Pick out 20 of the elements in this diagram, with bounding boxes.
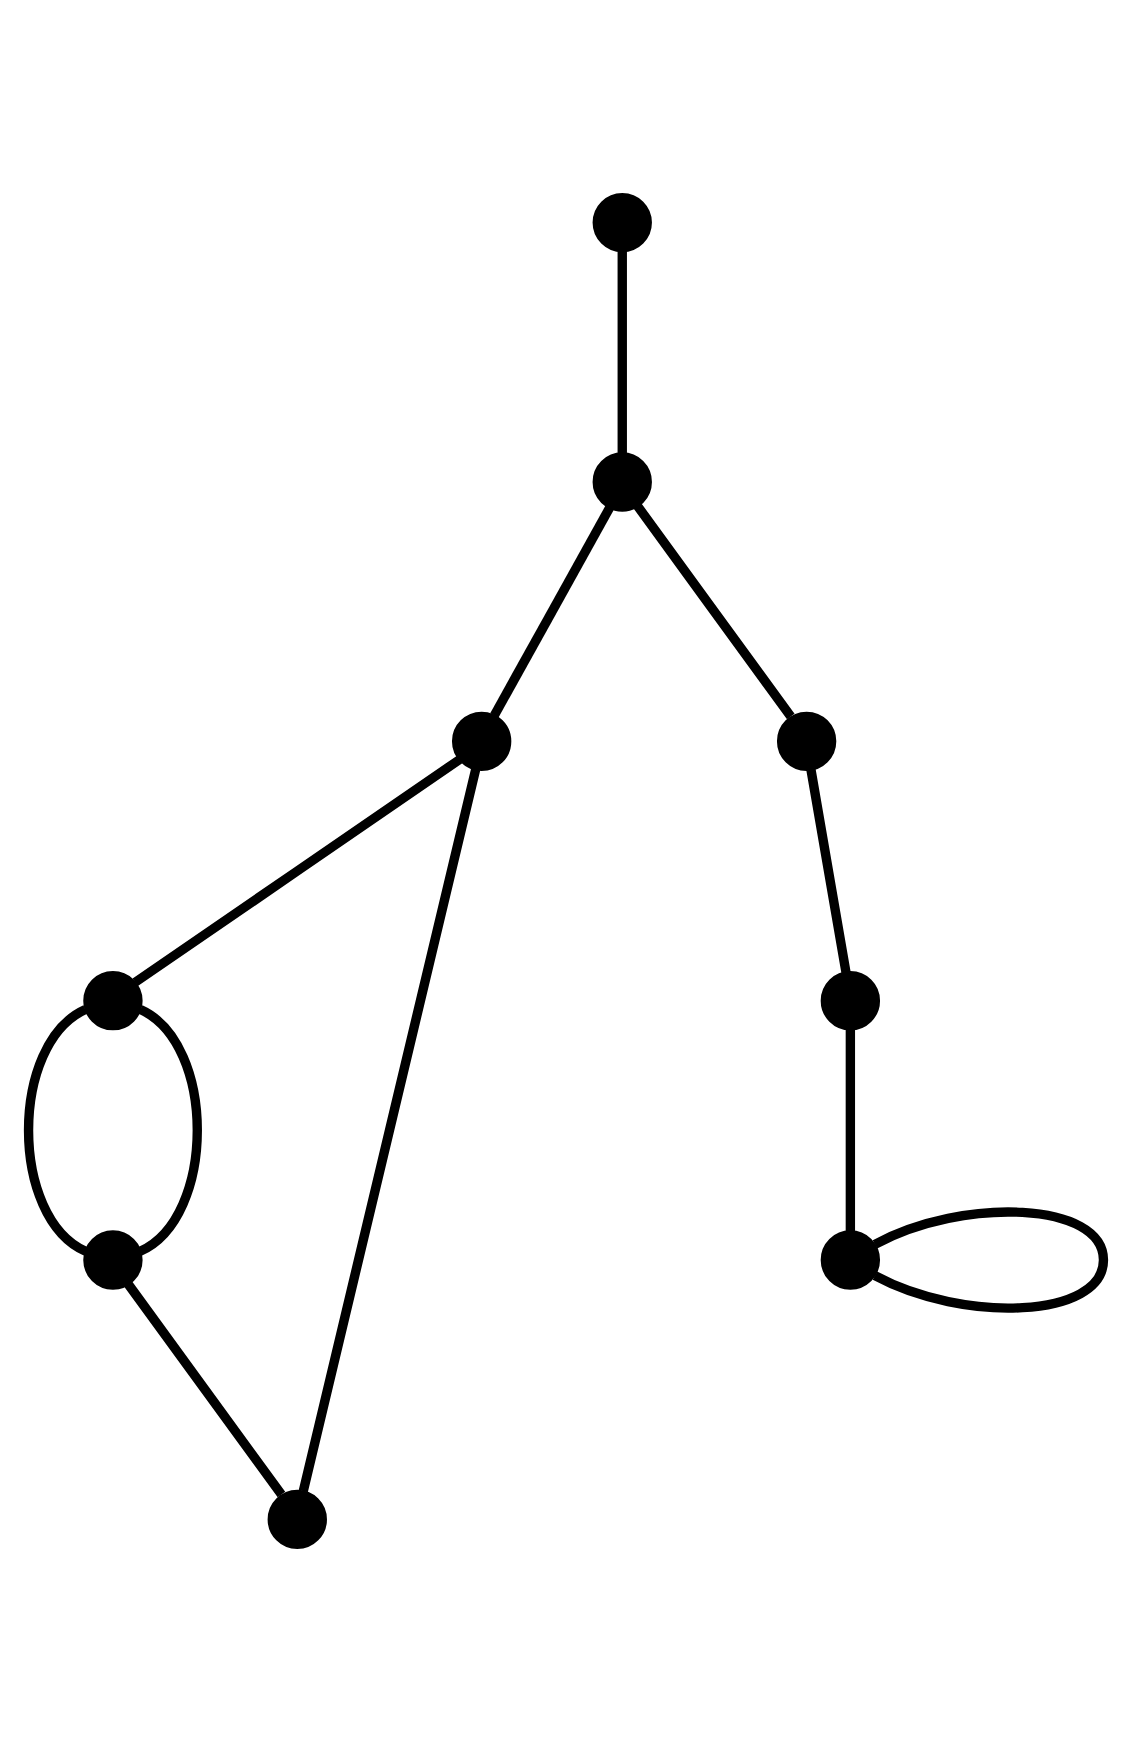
node-circle bbox=[592, 452, 652, 512]
connector bbox=[298, 768, 481, 1493]
node-circle bbox=[267, 1489, 327, 1550]
node-circle bbox=[451, 711, 512, 771]
connector bbox=[124, 1281, 286, 1498]
connector bbox=[617, 250, 627, 454]
node-circle bbox=[592, 192, 652, 253]
connector bbox=[633, 503, 795, 720]
node-circle bbox=[776, 711, 837, 771]
connector bbox=[872, 1207, 1109, 1313]
connector bbox=[806, 768, 851, 974]
node-circle bbox=[820, 971, 881, 1031]
connector bbox=[132, 755, 463, 987]
connector bbox=[137, 1005, 202, 1256]
node-circle bbox=[83, 1230, 143, 1290]
node-circle bbox=[83, 971, 143, 1031]
connector bbox=[845, 1029, 856, 1232]
connector bbox=[23, 1005, 89, 1256]
connector bbox=[490, 505, 614, 718]
node-circle bbox=[820, 1230, 881, 1290]
